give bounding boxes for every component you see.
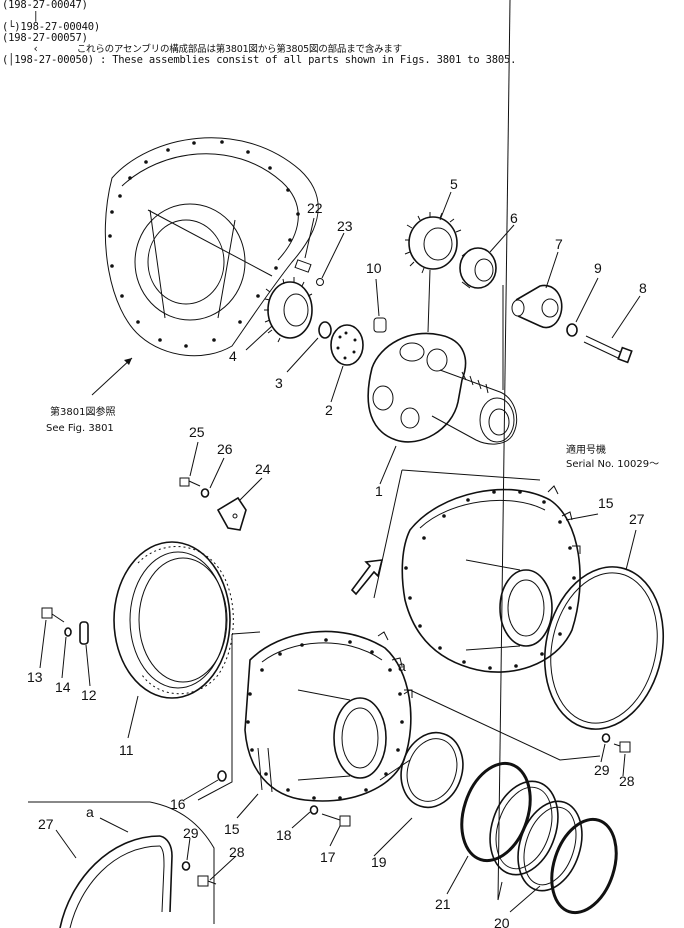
callout-17: 17 xyxy=(320,849,336,865)
callout-29-detail: 29 xyxy=(183,825,199,841)
callout-10: 10 xyxy=(366,260,382,276)
bolt xyxy=(583,335,633,364)
bearing xyxy=(459,247,497,289)
callout-8: 8 xyxy=(639,280,647,296)
callout-labels: 22 23 5 6 7 10 9 8 4 3 2 1 25 26 24 15 2… xyxy=(27,176,647,928)
callout-a-main: a xyxy=(398,658,406,674)
callout-28-detail: 28 xyxy=(229,844,245,860)
callout-9: 9 xyxy=(594,260,602,276)
washer-14 xyxy=(64,627,72,637)
callout-27-detail: 27 xyxy=(38,816,54,832)
callout-11: 11 xyxy=(119,742,134,758)
spacer-block xyxy=(373,317,387,333)
gear-leader xyxy=(427,269,431,333)
thrust-plate xyxy=(330,324,364,366)
floating-seal-set xyxy=(460,761,618,915)
planet-carrier xyxy=(367,332,518,445)
lock-plate xyxy=(216,496,247,531)
callout-6: 6 xyxy=(510,210,518,226)
callout-a-detail: a xyxy=(86,804,94,820)
thrust-washer xyxy=(318,321,332,339)
assembly-frame-lines xyxy=(197,469,601,801)
bolt-28-right xyxy=(613,741,631,753)
header-line-1: (198-27-00047) xyxy=(2,0,88,11)
plate-12 xyxy=(79,621,89,645)
callout-24: 24 xyxy=(255,461,271,477)
final-drive-housing-serial xyxy=(401,485,581,673)
callout-7: 7 xyxy=(555,236,563,252)
serial-jp: 適用号機 xyxy=(566,443,606,456)
callout-leaders-bottom xyxy=(55,0,637,913)
callout-leaders-mid xyxy=(39,441,263,739)
callout-27-right: 27 xyxy=(629,511,645,527)
callout-29-right: 29 xyxy=(594,762,610,778)
serial-label: Serial No. 10029～ xyxy=(566,459,659,470)
callout-28-right: 28 xyxy=(619,773,635,789)
cap-screw-25 xyxy=(179,477,201,487)
callout-4: 4 xyxy=(229,348,237,364)
callout-13: 13 xyxy=(27,669,43,685)
header-line-6: (│198-27-00050) : These assemblies consi… xyxy=(2,54,517,66)
seal-ring-19 xyxy=(400,731,464,809)
callout-20: 20 xyxy=(494,915,510,928)
shaft-pin xyxy=(294,259,312,273)
washer-18 xyxy=(309,805,319,815)
callout-2: 2 xyxy=(325,402,333,418)
seal-ring-right xyxy=(543,566,665,730)
carrier-housing-outline xyxy=(104,137,319,357)
bolt-washer xyxy=(566,323,578,337)
callout-22: 22 xyxy=(307,200,323,216)
callout-3: 3 xyxy=(275,375,283,391)
sleeve xyxy=(511,284,563,329)
transition-arrow xyxy=(350,559,384,596)
bolt-17 xyxy=(321,813,351,827)
callout-5: 5 xyxy=(450,176,458,192)
see-fig-label: See Fig. 3801 xyxy=(46,423,114,434)
callout-14: 14 xyxy=(55,679,71,695)
callout-26: 26 xyxy=(217,441,233,457)
callout-21: 21 xyxy=(435,896,451,912)
header-line-2: | xyxy=(2,10,39,22)
detail-inset-a xyxy=(28,801,217,928)
parts-header: (198-27-00047) | (└)198-27-00040) (198-2… xyxy=(2,0,682,66)
header-line-3: (└)198-27-00040) xyxy=(2,21,100,33)
callout-23: 23 xyxy=(337,218,353,234)
washer-26 xyxy=(200,488,210,498)
sun-gear xyxy=(404,212,462,274)
callout-1: 1 xyxy=(375,483,383,499)
header-line-5: ‹これらのアセンブリの構成部品は第3801図から第3805図の部品まで含みます xyxy=(2,43,403,56)
callout-16: 16 xyxy=(170,796,186,812)
see-fig-jp: 第3801図参照 xyxy=(50,405,115,418)
callout-15-right: 15 xyxy=(598,495,614,511)
callout-18: 18 xyxy=(276,827,292,843)
planet-gear xyxy=(264,277,313,343)
cap-screw-13 xyxy=(41,607,65,623)
callout-25: 25 xyxy=(189,424,205,440)
plug-16 xyxy=(217,770,227,782)
callout-19: 19 xyxy=(371,854,387,870)
header-note-jp: これらのアセンブリの構成部品は第3801図から第3805図の部品まで含みます xyxy=(76,44,403,55)
ring-gear xyxy=(113,541,234,699)
header-line-4: (198-27-00057) xyxy=(2,32,88,44)
callout-15-left: 15 xyxy=(224,821,240,837)
callout-leaders-top xyxy=(245,191,641,485)
callout-12: 12 xyxy=(81,687,97,703)
washer-29-right xyxy=(601,733,611,743)
ball xyxy=(316,278,324,286)
see-fig-arrow xyxy=(91,357,133,396)
